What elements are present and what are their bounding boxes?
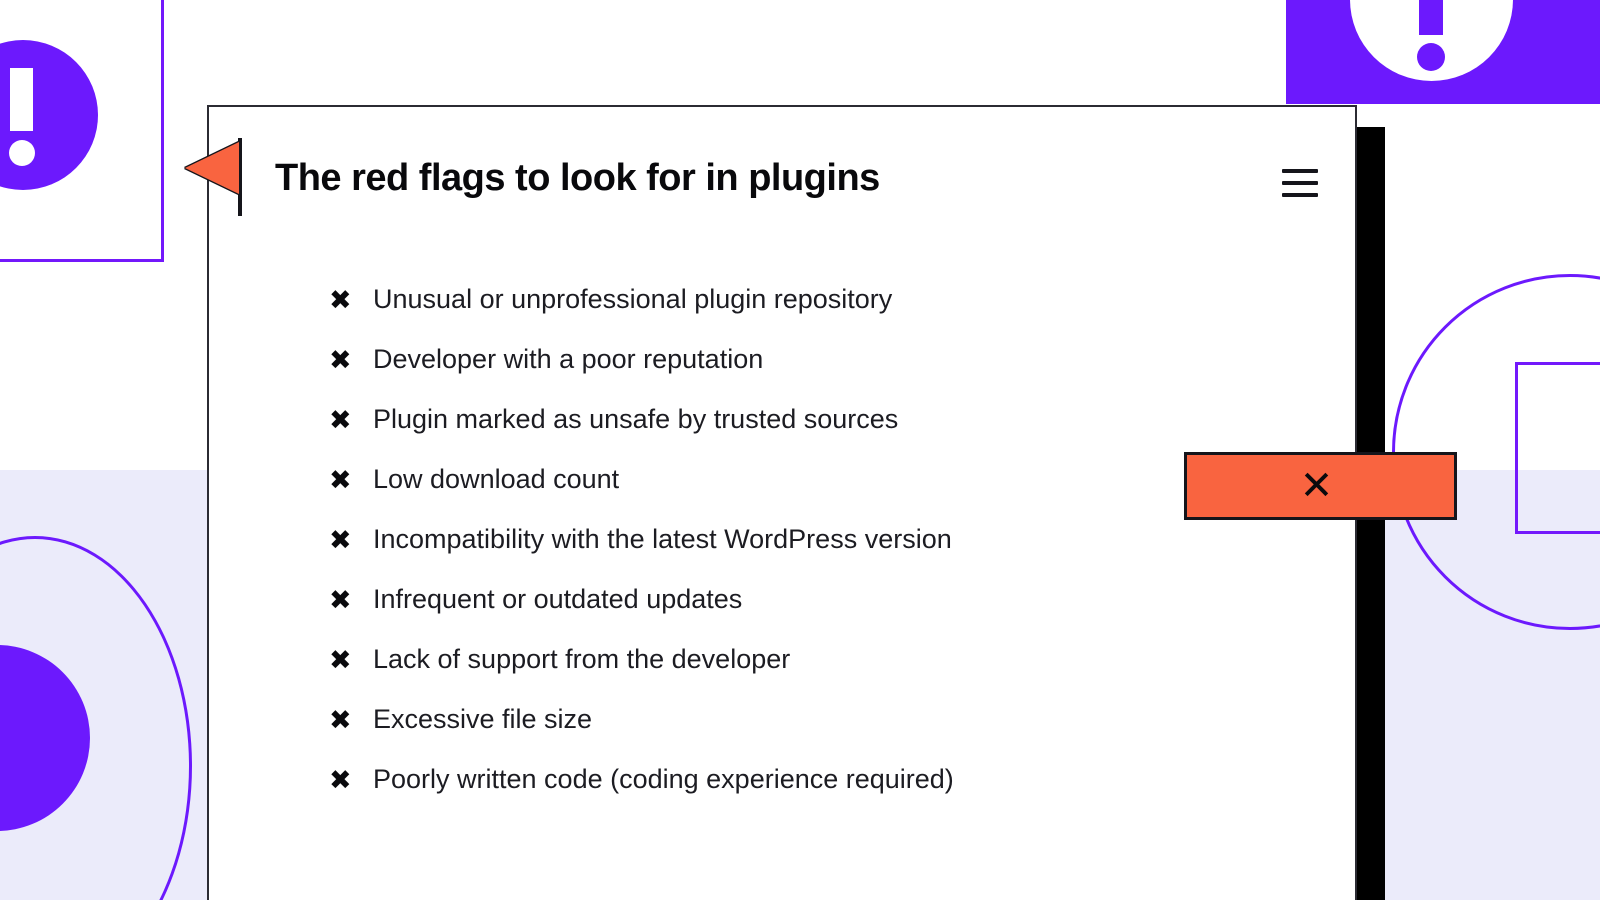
list-item: ✖ Infrequent or outdated updates: [329, 570, 1309, 630]
x-mark-icon: ✖: [329, 524, 352, 555]
list-item: ✖ Low download count: [329, 450, 1309, 510]
x-mark-icon: ✖: [329, 464, 352, 495]
list-item: ✖ Lack of support from the developer: [329, 630, 1309, 690]
list-item: ✖ Excessive file size: [329, 690, 1309, 750]
flag-pennant: [185, 142, 239, 194]
x-mark-icon: ✖: [329, 404, 352, 435]
list-item-label: Unusual or unprofessional plugin reposit…: [373, 284, 893, 315]
hamburger-line-1: [1282, 169, 1318, 173]
x-close-icon: ✕: [1299, 464, 1334, 508]
red-flags-card: The red flags to look for in plugins ✖ U…: [207, 105, 1357, 900]
exclamation-bar: [10, 68, 33, 131]
list-item-label: Excessive file size: [373, 704, 593, 735]
hamburger-menu-icon[interactable]: [1279, 166, 1321, 200]
x-mark-icon: ✖: [329, 344, 352, 375]
list-item-label: Poorly written code (coding experience r…: [373, 764, 954, 795]
flag-pole: [238, 138, 242, 216]
alert-banner[interactable]: ✕: [1184, 452, 1457, 520]
right-rectangle-outline: [1515, 362, 1600, 534]
exclamation-dot: [9, 140, 35, 166]
exclamation-dot: [1417, 43, 1445, 71]
list-item: ✖ Developer with a poor reputation: [329, 330, 1309, 390]
x-mark-icon: ✖: [329, 284, 352, 315]
list-item: ✖ Poorly written code (coding experience…: [329, 750, 1309, 810]
list-item: ✖ Plugin marked as unsafe by trusted sou…: [329, 390, 1309, 450]
page-title: The red flags to look for in plugins: [275, 157, 880, 199]
list-item-label: Low download count: [373, 464, 620, 495]
card-header: The red flags to look for in plugins: [209, 107, 1355, 259]
list-item-label: Infrequent or outdated updates: [373, 584, 743, 615]
x-mark-icon: ✖: [329, 704, 352, 735]
hamburger-line-2: [1282, 181, 1318, 185]
hamburger-line-3: [1282, 193, 1318, 197]
red-flag-list: ✖ Unusual or unprofessional plugin repos…: [329, 270, 1309, 810]
list-item-label: Plugin marked as unsafe by trusted sourc…: [373, 404, 899, 435]
list-item: ✖ Incompatibility with the latest WordPr…: [329, 510, 1309, 570]
list-item-label: Lack of support from the developer: [373, 644, 791, 675]
x-mark-icon: ✖: [329, 644, 352, 675]
x-mark-icon: ✖: [329, 764, 352, 795]
flag-marker-icon: [185, 138, 257, 216]
list-item-label: Incompatibility with the latest WordPres…: [373, 524, 952, 555]
x-mark-icon: ✖: [329, 584, 352, 615]
exclamation-bar: [1419, 0, 1443, 35]
list-item-label: Developer with a poor reputation: [373, 344, 764, 375]
list-item: ✖ Unusual or unprofessional plugin repos…: [329, 270, 1309, 330]
